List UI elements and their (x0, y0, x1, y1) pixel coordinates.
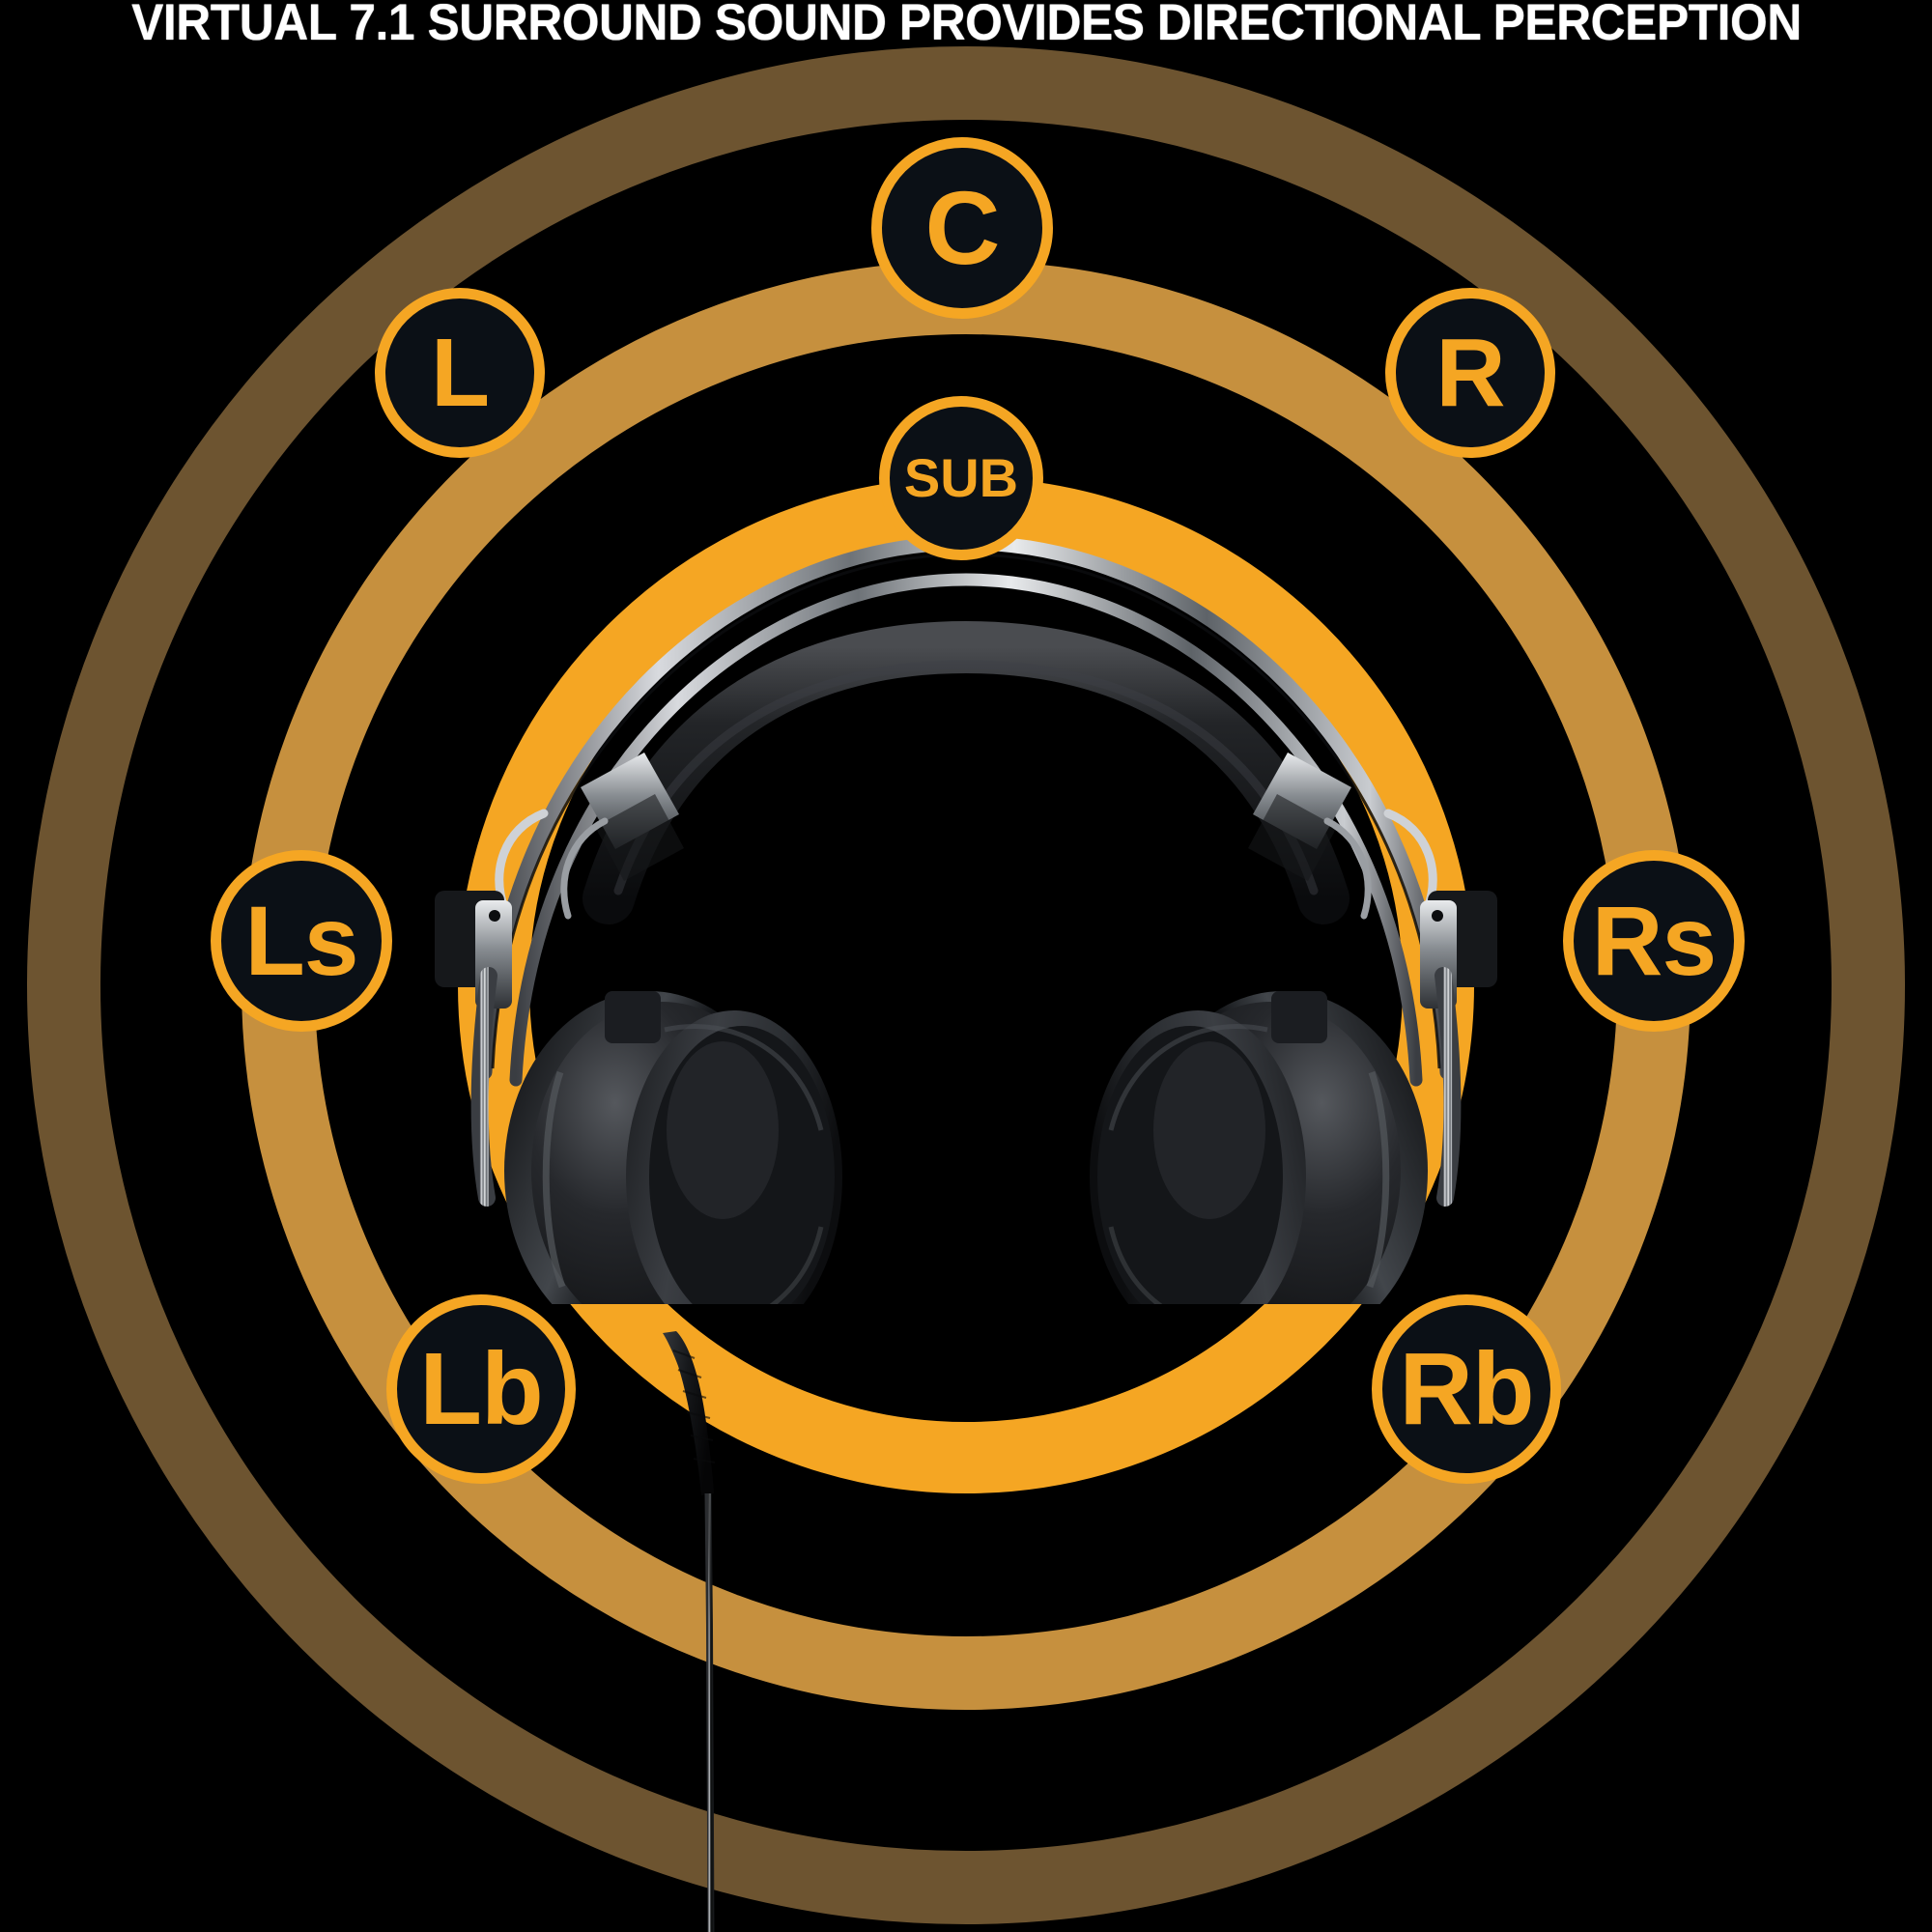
channel-label-l: L (430, 319, 490, 427)
channel-badge-c[interactable]: C (871, 137, 1053, 319)
channel-badge-rb[interactable]: Rb (1372, 1294, 1561, 1484)
channel-badge-sub[interactable]: SUB (879, 396, 1043, 560)
channel-label-lb: Lb (419, 1332, 543, 1446)
sound-wave-ring-inner (458, 477, 1474, 1493)
channel-badge-lb[interactable]: Lb (386, 1294, 576, 1484)
channel-label-r: R (1435, 319, 1505, 427)
channel-badge-rs[interactable]: Rs (1563, 850, 1745, 1032)
channel-badge-l[interactable]: L (375, 288, 545, 458)
channel-label-rb: Rb (1399, 1332, 1534, 1446)
channel-badge-r[interactable]: R (1385, 288, 1555, 458)
channel-label-sub: SUB (903, 447, 1019, 508)
channel-label-rs: Rs (1591, 886, 1717, 996)
page-title: VIRTUAL 7.1 SURROUND SOUND PROVIDES DIRE… (130, 0, 1802, 51)
channel-label-c: C (924, 169, 1001, 286)
channel-badge-ls[interactable]: Ls (211, 850, 392, 1032)
channel-label-ls: Ls (244, 886, 358, 996)
